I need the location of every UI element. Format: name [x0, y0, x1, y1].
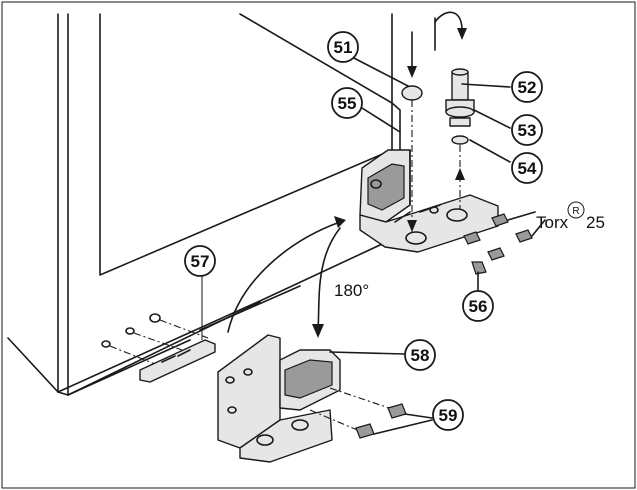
registered-text: R	[572, 206, 579, 217]
cap-51	[401, 31, 423, 232]
registered-mark	[567, 201, 585, 219]
lower-hinge-bracket	[217, 334, 396, 463]
leader-lines	[329, 55, 511, 355]
callout-57: 57	[184, 245, 216, 277]
hinge-pin-assembly	[434, 11, 475, 210]
callout-56: 56	[462, 290, 494, 322]
callout-57-label: 57	[191, 252, 210, 271]
callout-52-label: 52	[518, 78, 537, 97]
callout-59: 59	[432, 399, 464, 431]
cover-plate-57	[101, 276, 216, 383]
torx-size-text: 25	[586, 213, 605, 232]
callout-55: 55	[331, 87, 363, 119]
callout-54: 54	[511, 152, 543, 184]
screws-59	[355, 403, 433, 439]
callout-51-label: 51	[334, 38, 353, 57]
callout-56-label: 56	[469, 297, 488, 316]
flip-arrows	[227, 216, 346, 338]
callout-53: 53	[511, 114, 543, 146]
callout-53-label: 53	[518, 121, 537, 140]
screws-56	[463, 211, 546, 293]
callout-58: 58	[404, 339, 436, 371]
callout-58-label: 58	[411, 346, 430, 365]
callout-59-label: 59	[439, 406, 458, 425]
callout-51: 51	[327, 31, 359, 63]
torx-text: Torx	[536, 213, 569, 232]
callout-55-label: 55	[338, 94, 357, 113]
appliance-body	[7, 13, 401, 396]
rotation-label: 180°	[334, 281, 369, 300]
callout-52: 52	[511, 71, 543, 103]
callout-54-label: 54	[518, 159, 537, 178]
torx-label: Torx R 25	[536, 201, 605, 232]
upper-hinge-bracket	[359, 149, 499, 253]
